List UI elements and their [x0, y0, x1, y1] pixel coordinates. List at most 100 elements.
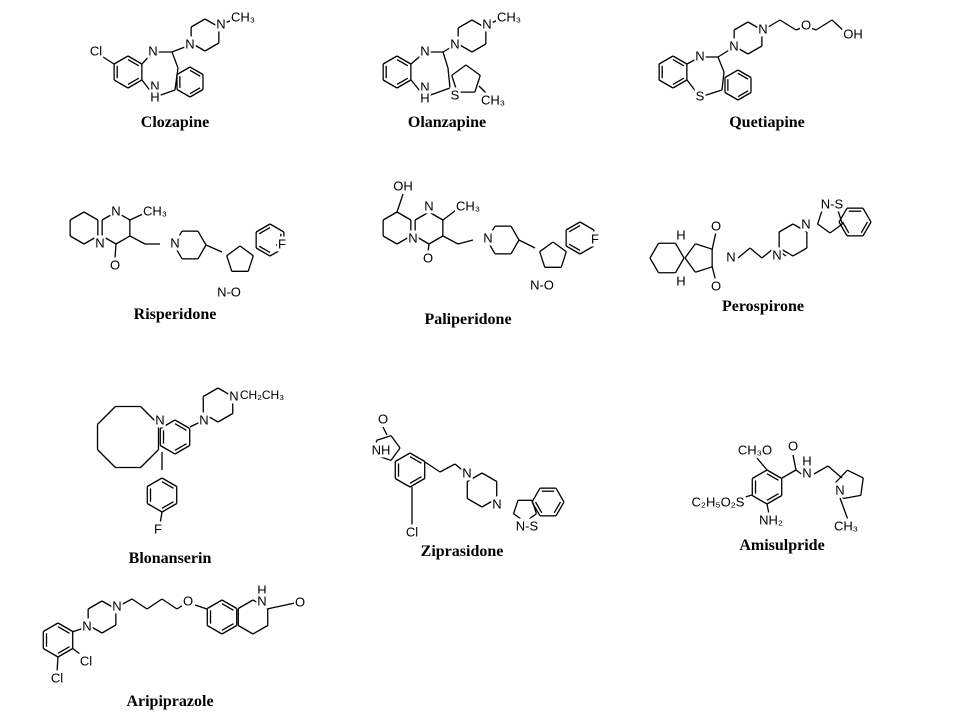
atom-label: N [483, 230, 492, 245]
bond [471, 43, 487, 53]
bond [129, 235, 146, 245]
atom-label: O [788, 438, 798, 453]
bond [57, 622, 74, 633]
molecule-paliperidone: OH N CH₃ N O N F N-O Paliperidone [392, 178, 601, 328]
bond [749, 247, 763, 259]
atom-label: N [801, 216, 810, 231]
atom-label: NH₂ [759, 512, 783, 527]
bond [127, 77, 140, 86]
atom-label: N [170, 235, 179, 250]
label-background [215, 16, 227, 32]
label-background [238, 388, 286, 403]
label-background [419, 43, 431, 59]
bond [724, 91, 739, 101]
bond [721, 71, 725, 91]
label-background [757, 21, 769, 37]
label-background [88, 43, 104, 59]
atom-label: N [216, 16, 225, 31]
bond [531, 501, 541, 517]
molecule-name: Clozapine [141, 114, 209, 131]
atom-label: CH₂CH₃ [240, 388, 284, 402]
bond [555, 487, 565, 503]
bond [409, 477, 426, 488]
atom-label: N [450, 36, 459, 51]
bond [237, 599, 254, 610]
bond [442, 235, 459, 245]
atom-label: N [726, 249, 735, 264]
label-background [184, 36, 196, 52]
molecule-name: Perospirone [722, 298, 804, 315]
label-background [81, 618, 93, 634]
bond [42, 622, 59, 633]
bond [512, 500, 519, 514]
bond [838, 207, 848, 223]
bond [457, 239, 474, 245]
label-background [482, 230, 494, 246]
atom-label: H [802, 453, 811, 468]
bond [553, 501, 562, 514]
bond [57, 647, 74, 658]
bond [396, 58, 409, 67]
atom-label: O [711, 218, 721, 233]
label-background [376, 411, 390, 427]
label-background [407, 230, 419, 246]
atom-label: N [148, 43, 157, 58]
bond [837, 209, 843, 225]
bond [778, 223, 794, 233]
bond [409, 456, 422, 464]
bond [565, 245, 581, 255]
atom-label: N [420, 79, 429, 94]
bond [724, 69, 739, 79]
bond [194, 604, 208, 610]
atom-label: F [154, 521, 162, 536]
bond [751, 469, 768, 480]
molecule-blonanserin: N N N CH₂CH₃ F Blonanserin [129, 388, 286, 567]
bond [862, 207, 872, 223]
atom-label: S [696, 88, 705, 103]
label-background [801, 453, 813, 469]
bond [189, 69, 201, 77]
bond [672, 79, 688, 89]
bond [161, 477, 178, 488]
bond [451, 64, 467, 76]
bond [465, 64, 481, 76]
atom-label: CH₃ [456, 198, 480, 213]
label-background [529, 277, 555, 293]
bond [649, 242, 660, 259]
atom-label: N [492, 496, 501, 511]
label-background [819, 196, 845, 212]
molecule-name: Olanzapine [408, 114, 486, 131]
bond [684, 257, 696, 273]
bond [539, 241, 554, 253]
atom-label: N-O [530, 277, 554, 292]
bond [57, 626, 70, 634]
atom-label: NH [372, 442, 391, 457]
label-background [198, 412, 210, 428]
atom-label: N [729, 38, 738, 53]
label-background [404, 524, 420, 540]
bond [255, 223, 271, 233]
bond [382, 211, 398, 221]
label-background [801, 465, 813, 481]
bond [226, 255, 233, 272]
bond [539, 251, 546, 268]
molecule-name: Ziprasidone [421, 543, 504, 560]
label-background [149, 78, 161, 94]
atom-label: N [155, 412, 164, 427]
bond [860, 221, 869, 234]
molecule-name: Quetiapine [729, 114, 805, 131]
molecule-name: Paliperidone [424, 311, 511, 328]
bond [841, 221, 850, 234]
atom-label: N [772, 247, 781, 262]
atom-label: H [257, 582, 266, 597]
bond [396, 55, 412, 65]
label-background [149, 89, 161, 105]
bond [672, 77, 685, 86]
bond [766, 494, 783, 505]
bond [779, 19, 797, 31]
bond [258, 226, 271, 235]
bond [813, 465, 829, 475]
atom-label: C₂H₅O₂S [692, 494, 745, 509]
bond [57, 646, 70, 654]
molecule-quetiapine: N N N O OH S Quetiapine [694, 17, 864, 131]
